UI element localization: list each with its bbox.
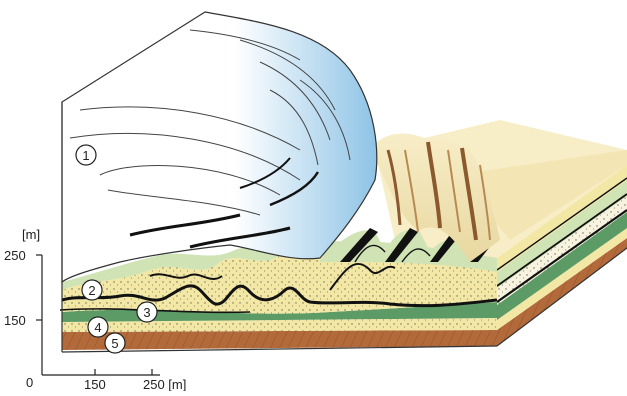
- layer-marker-4: 4: [88, 317, 108, 337]
- y-tick-0: 0: [26, 375, 33, 390]
- svg-text:4: 4: [94, 320, 101, 335]
- x-tick-250: 250 [m]: [143, 377, 186, 391]
- y-tick-150: 150: [4, 313, 26, 328]
- x-tick-150: 150: [84, 377, 106, 391]
- layer-marker-1: 1: [76, 145, 96, 165]
- y-tick-250: 250: [4, 248, 26, 263]
- y-axis-unit: [m]: [22, 227, 40, 242]
- svg-text:1: 1: [82, 148, 89, 163]
- svg-text:2: 2: [88, 283, 95, 298]
- svg-text:5: 5: [111, 336, 118, 351]
- layer-marker-3: 3: [137, 302, 157, 322]
- layer-marker-2: 2: [82, 280, 102, 300]
- svg-text:3: 3: [143, 305, 150, 320]
- layer-marker-5: 5: [105, 333, 125, 353]
